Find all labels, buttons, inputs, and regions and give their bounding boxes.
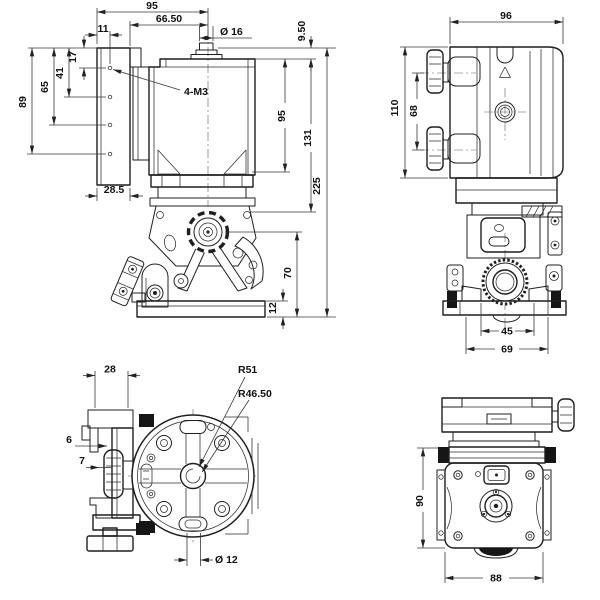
gusset [157, 149, 181, 175]
circular-face [131, 414, 255, 538]
hatched-bar [521, 205, 563, 218]
dim-label-step-a: 6 [66, 434, 72, 446]
dim-label-thread-note: 4-M3 [184, 86, 208, 98]
dovetail-clamp [441, 397, 553, 433]
dim-label-hole-offset: 11 [97, 23, 108, 35]
oval-slot [488, 236, 510, 247]
dim-label-base-thickness: 12 [267, 302, 279, 314]
bottom-view-dimensions: 90 88 [414, 447, 544, 585]
arc-arm [234, 236, 264, 290]
front-view-geometry [420, 46, 567, 330]
plate-hole [107, 65, 113, 71]
dim-label-radius-inner: R46.50 [238, 388, 272, 400]
dim-label-plate-width: 28.5 [104, 184, 125, 196]
clamp-pad [139, 521, 155, 533]
dim-label-bracket-width: 28 [104, 364, 116, 376]
dim-label-shaft-dia: Ø 16 [220, 26, 243, 38]
dim-label-body-height: 95 [276, 110, 288, 122]
rear-view-dimensions: 28 6 7 R51 R46.50 Ø 12 [66, 364, 272, 566]
bottom-boss [479, 489, 513, 523]
knurled-knob [482, 259, 528, 305]
dim-label-plate-height: 89 [17, 96, 29, 108]
clamp-lever [110, 256, 145, 307]
front-view: 96 110 68 45 69 [389, 10, 567, 356]
corner-screws [453, 470, 535, 541]
dim-label-slot-span: 45 [501, 326, 513, 338]
base [442, 300, 567, 316]
dim-label-step-b: 7 [79, 455, 85, 467]
clamp-pad [438, 447, 449, 463]
clamp-pad [447, 291, 457, 308]
adapter-block [132, 66, 150, 161]
gusset [223, 149, 247, 175]
rear-view-geometry [81, 409, 259, 552]
face-plate [480, 217, 526, 253]
clamp-pad [139, 414, 154, 427]
center-boss [494, 101, 516, 123]
clamp-pad [551, 291, 561, 308]
side-view: 95 66.50 11 Ø 16 9.50 95 131 [17, 0, 336, 329]
clamp-knob [426, 126, 444, 171]
dim-label-radius-outer: R51 [238, 364, 257, 376]
front-view-dimensions: 96 110 68 45 69 [389, 10, 564, 356]
t-bar-knob [86, 535, 134, 552]
front-body [449, 46, 564, 179]
dim-label-upper-height: 131 [302, 129, 314, 147]
plate-hole [107, 122, 113, 128]
knob-boss [447, 56, 481, 87]
top-slot [179, 420, 207, 434]
bottom-hole [178, 516, 208, 532]
knob-boss [447, 133, 481, 164]
dim-label-base-span: 69 [501, 344, 513, 356]
dim-label-front-width: 96 [500, 10, 512, 22]
rear-view: 28 6 7 R51 R46.50 Ø 12 [66, 364, 272, 566]
plate-hole [107, 94, 113, 100]
dim-label-width: 95 [146, 0, 158, 12]
dim-label-total-height: 225 [311, 177, 323, 195]
side-view-geometry [96, 30, 266, 318]
base-plate [136, 300, 266, 318]
plate-hole [107, 151, 113, 157]
dim-label-front-height: 110 [389, 99, 401, 116]
dim-label-hole-pitch-2: 41 [54, 67, 66, 79]
center-hub [179, 462, 207, 490]
bottom-view-geometry [436, 397, 575, 559]
bottom-view: 90 88 [414, 397, 575, 585]
side-bracket [547, 211, 563, 256]
orientation-triangle-mark [499, 66, 511, 78]
mounting-plate [96, 47, 131, 186]
dim-label-lower-height: 70 [282, 267, 294, 279]
dim-label-width-inner: 66.50 [156, 13, 182, 25]
output-shaft [199, 42, 214, 51]
face-screws [156, 435, 230, 517]
dim-label-hole-pitch-1: 17 [67, 51, 79, 63]
dim-label-bottom-height: 90 [414, 495, 426, 507]
dim-label-shaft-step: 9.50 [296, 21, 308, 42]
dim-label-hole-pitch-3: 65 [39, 81, 51, 93]
dim-label-knob-pitch: 68 [408, 105, 420, 117]
clamp-pad [545, 447, 556, 463]
dim-label-bottom-width: 88 [490, 573, 502, 585]
side-view-dimensions: 95 66.50 11 Ø 16 9.50 95 131 [17, 0, 336, 329]
connector-port [483, 465, 510, 485]
clamp-knob [426, 49, 444, 94]
dim-label-hole-dia: Ø 12 [215, 554, 238, 566]
